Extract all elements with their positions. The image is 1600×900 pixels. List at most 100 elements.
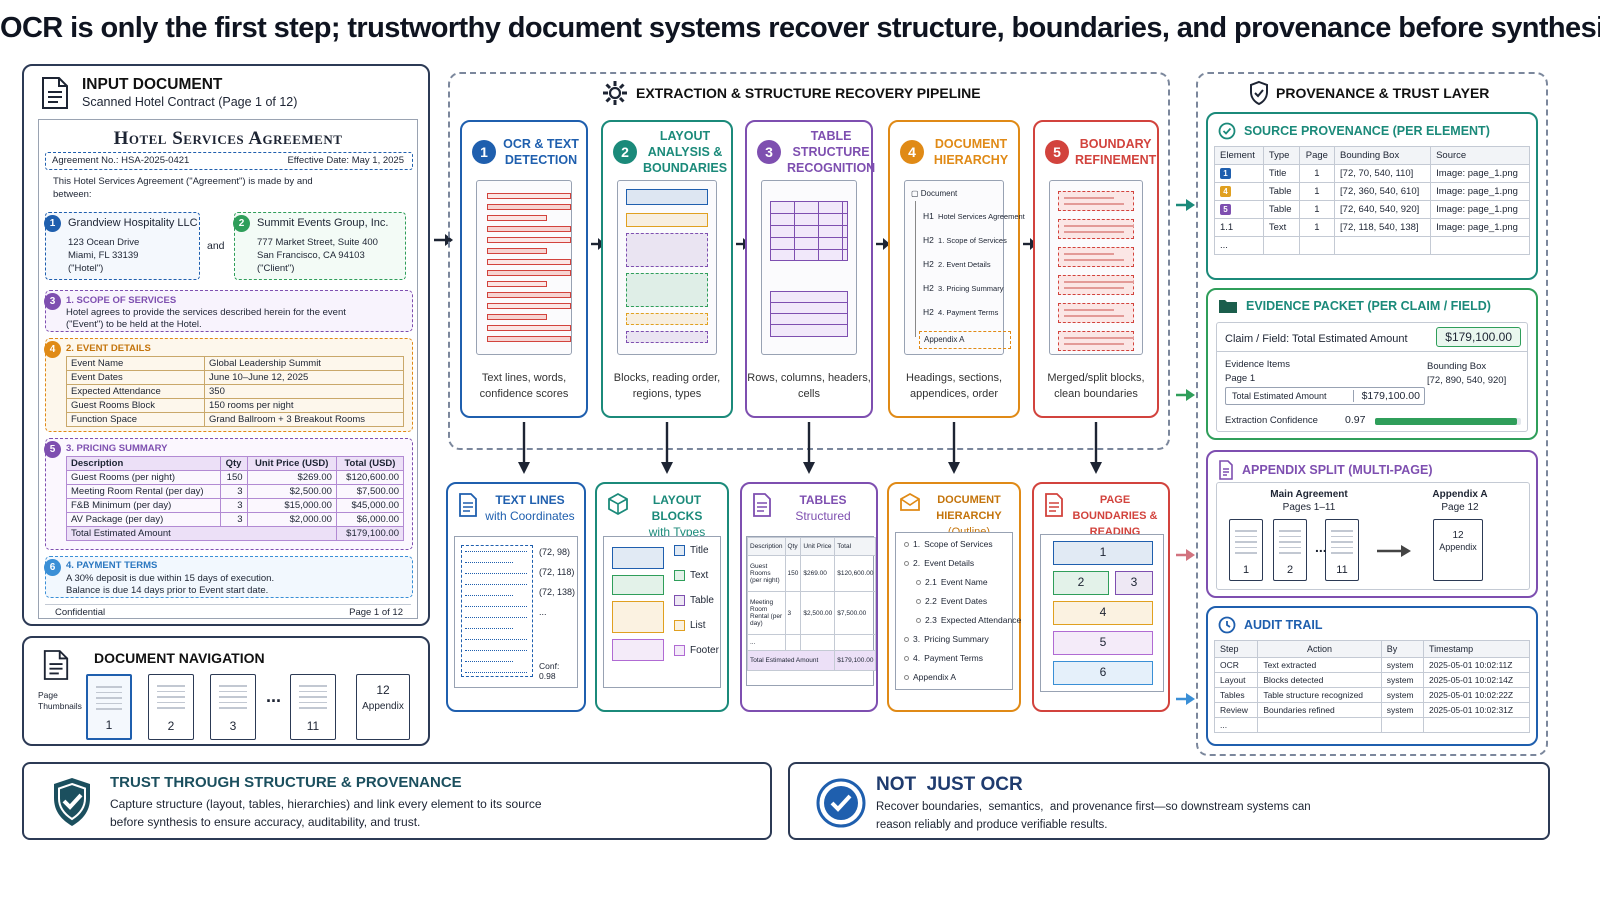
section-payment-title: 4. PAYMENT TERMS <box>66 560 158 571</box>
layout-sub: with Types <box>648 525 706 539</box>
element-badge: 4 <box>1220 186 1231 197</box>
section-payment-number: 6 <box>44 559 61 576</box>
table-cell: Image: page_1.png <box>1430 164 1530 183</box>
nav-thumb-page[interactable]: 1 <box>86 674 132 740</box>
footer-confidential: Confidential <box>55 607 106 618</box>
nav-thumb-appendix[interactable]: 12 Appendix <box>356 674 410 740</box>
section-scope-text: Hotel agrees to provide the services des… <box>66 307 346 330</box>
reading-order-block: 6 <box>1053 661 1153 685</box>
outline-number: 1. <box>913 539 921 549</box>
section-scope-number: 3 <box>44 293 61 310</box>
step-preview <box>761 180 857 355</box>
evidence-claim-label: Claim / Field: Total Estimated Amount <box>1225 333 1408 345</box>
total-label: Total Estimated Amount <box>746 650 836 671</box>
legend-swatch <box>674 545 685 556</box>
step-preview <box>1049 180 1143 355</box>
nav-thumb-page[interactable]: 2 <box>148 674 194 740</box>
arrow-right-icon <box>1176 693 1195 705</box>
outline-number: 2.2 <box>925 596 937 606</box>
party-hotel-line3: ("Hotel") <box>68 263 104 274</box>
coordinate-label: (72, 118) <box>539 567 575 577</box>
legend-swatch <box>674 645 685 656</box>
table-header: Description <box>747 537 786 556</box>
party-client-line3: ("Client") <box>257 263 295 274</box>
table-cell: ... <box>1214 236 1264 255</box>
nav-appendix-label: Appendix <box>362 701 404 712</box>
layout-type-legend: Title <box>674 545 709 556</box>
agreement-header-box: Agreement No.: HSA-2025-0421 Effective D… <box>45 152 413 170</box>
appendix-a-page: Page 12 <box>1441 502 1479 513</box>
table-cell: Event Name <box>66 356 205 371</box>
outline-item: 2.Event Details <box>904 558 974 568</box>
nav-thumb-page[interactable]: 3 <box>210 674 256 740</box>
table-cell: $269.00 <box>800 555 836 592</box>
cube-icon <box>608 492 628 516</box>
table-cell: Global Leadership Summit <box>204 356 404 371</box>
shield-check-icon <box>1250 80 1268 106</box>
globe-check-icon <box>1218 122 1236 140</box>
legend-label: Text <box>690 570 709 581</box>
appendix-main-page[interactable]: 11 <box>1325 519 1359 581</box>
table-cell: Guest Rooms (per night) <box>747 555 786 592</box>
table-cell: 3 <box>219 498 248 513</box>
nav-thumb-number: 3 <box>229 719 237 733</box>
nav-thumb-page[interactable]: 11 <box>290 674 336 740</box>
nav-thumb-number: 11 <box>306 719 320 733</box>
table-header: Action <box>1257 640 1382 658</box>
party-client-name: Summit Events Group, Inc. <box>257 217 389 229</box>
appendix-main-page[interactable]: 1 <box>1229 519 1263 581</box>
table-header: By <box>1380 640 1424 658</box>
evidence-items-label: Evidence Items <box>1225 359 1290 370</box>
step-caption: Merged/split blocks, clean boundaries <box>1047 372 1145 400</box>
table-cell: system <box>1380 702 1424 718</box>
document-icon <box>43 650 69 680</box>
appendix-main-page[interactable]: 2 <box>1273 519 1307 581</box>
total-label: Total Estimated Amount <box>66 526 337 541</box>
party-hotel-number: 1 <box>44 215 61 232</box>
table-cell: 5 <box>1214 200 1264 219</box>
layout-block <box>612 639 664 661</box>
audit-title: AUDIT TRAIL <box>1244 618 1323 632</box>
arrow-down-icon <box>801 420 817 483</box>
clock-icon <box>1218 616 1236 634</box>
table-header: Element <box>1214 146 1264 165</box>
table-cell: Tables <box>1213 687 1259 703</box>
ocr-text2: reason reliably and produce verifiable r… <box>876 819 1108 831</box>
circle-icon <box>904 656 909 661</box>
appendix-page-thumb[interactable]: 12 Appendix <box>1433 519 1483 581</box>
table-cell: $15,000.00 <box>246 498 337 513</box>
hier-item: H2 1. Scope of Services <box>923 235 1007 245</box>
table-cell: Title <box>1262 164 1300 183</box>
coordinate-label: (72, 98) <box>539 547 571 557</box>
hier-item: H1 Hotel Services Agreement <box>923 211 1025 221</box>
evidence-packet-panel: EVIDENCE PACKET (PER CLAIM / FIELD) Clai… <box>1206 288 1538 440</box>
table-cell: Text <box>1262 218 1300 237</box>
evidence-page-label: Page 1 <box>1225 373 1256 384</box>
table-cell: Text extracted <box>1257 657 1382 673</box>
table-cell: $120,600.00 <box>335 470 405 485</box>
reading-order-block: 5 <box>1053 631 1153 655</box>
party-client: 2 Summit Events Group, Inc. 777 Market S… <box>233 212 406 280</box>
table-row: ... <box>1213 717 1531 733</box>
circle-icon <box>904 675 909 680</box>
section-pricing-title: 3. PRICING SUMMARY <box>66 443 168 454</box>
table-row: Guest Rooms (per night)150$269.00$120,60… <box>747 555 877 592</box>
textlines-sub: with Coordinates <box>485 509 575 523</box>
